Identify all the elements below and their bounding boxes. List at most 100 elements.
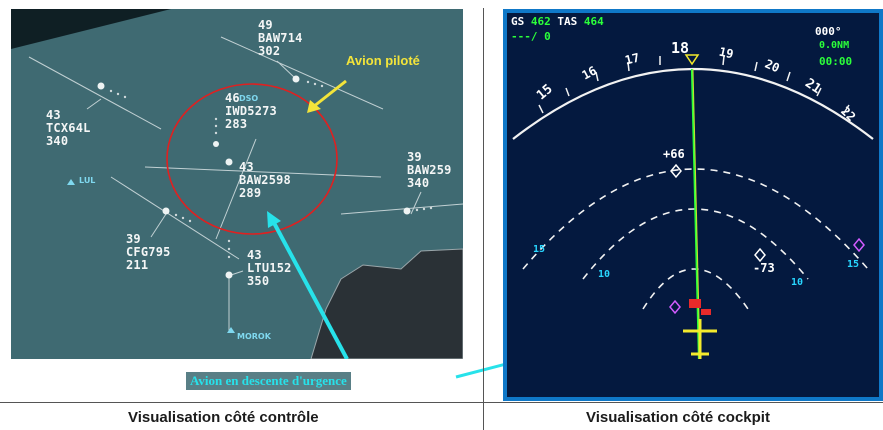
aircraft-plot: [213, 141, 219, 147]
range-mark-left-inner: 10: [598, 269, 611, 280]
range-mark-right-outer: 15: [847, 259, 860, 270]
caption-cockpit-view: Visualisation côté cockpit: [586, 409, 770, 426]
tas-label: TAS: [557, 15, 578, 28]
flight-label-iwd5273[interactable]: 46 IWD5273 283: [225, 92, 277, 131]
flight-callsign: BAW259: [407, 163, 452, 177]
history-trails: [109, 80, 433, 259]
compass-label-19: 19: [717, 44, 735, 62]
track-line: [690, 68, 701, 360]
range-mark-right-inner: 10: [791, 277, 804, 288]
aircraft-plot: [162, 207, 170, 215]
tas-value: 464: [583, 15, 604, 28]
flight-level: 43: [247, 248, 262, 262]
waypoint-label-morok: MOROK: [237, 332, 271, 341]
radar-shadow-region: [11, 9, 171, 49]
range-arc: [522, 168, 869, 270]
heading-readout: 000°: [815, 25, 842, 38]
waypoint-label: DSO: [239, 94, 259, 103]
flight-callsign: CFG795: [126, 245, 171, 259]
flight-level: 39: [407, 150, 422, 164]
traffic-diamond: [670, 163, 682, 179]
flight-label-ltu152[interactable]: 43 LTU152 350: [247, 249, 292, 288]
compass-label-18: 18: [671, 39, 690, 57]
range-readout: 0.0NM: [819, 40, 850, 51]
range-arc: [642, 268, 749, 310]
flight-callsign: IWD5273: [225, 104, 277, 118]
emergency-arrow-shaft: [271, 220, 349, 359]
annotation-emergency-descent: Avion en descente d'urgence: [186, 372, 351, 390]
flight-callsign: LTU152: [247, 261, 292, 275]
traffic-label-above: +66: [663, 147, 685, 161]
emergency-traffic-symbol: [701, 309, 711, 315]
time-readout: 00:00: [819, 55, 853, 68]
range-mark-left-outer: 15: [533, 244, 546, 255]
flight-label-baw2598[interactable]: 43 BAW2598 289: [239, 161, 291, 200]
airway-line: [28, 56, 162, 130]
compass-ticks: [538, 55, 850, 114]
flight-label-tcx64l[interactable]: 43 TCX64L 340: [46, 109, 91, 148]
flight-speed: 350: [247, 274, 270, 288]
flight-speed: 340: [46, 134, 69, 148]
flight-callsign: BAW714: [258, 31, 303, 45]
flight-label-cfg795[interactable]: 39 CFG795 211: [126, 233, 171, 272]
leader-line: [86, 98, 102, 110]
leader-line: [276, 60, 297, 80]
flight-level: 49: [258, 18, 273, 32]
flight-speed: 302: [258, 44, 281, 58]
range-arcs: [522, 168, 869, 310]
annotation-piloted-aircraft: Avion piloté: [346, 53, 420, 68]
selection-circle: [166, 83, 338, 235]
airway-line: [215, 138, 257, 240]
panel-divider: [483, 8, 484, 430]
terrain-region: [310, 248, 463, 359]
aircraft-plot: [292, 75, 300, 83]
traffic-diamond: [754, 247, 766, 263]
flight-callsign: BAW2598: [239, 173, 291, 187]
atc-radar-graphics: [11, 9, 463, 359]
aircraft-plot: [97, 82, 105, 90]
track-line-overlay: [692, 68, 701, 360]
piloted-arrow-head: [307, 100, 321, 113]
airway-line: [110, 176, 240, 260]
range-arc: [582, 208, 809, 280]
flight-callsign: TCX64L: [46, 121, 91, 135]
aircraft-plot: [403, 207, 411, 215]
flight-speed: 283: [225, 117, 248, 131]
nav-display-graphics: [512, 54, 874, 360]
flight-label-baw714[interactable]: 49 BAW714 302: [258, 19, 303, 58]
traffic-label-below: -73: [753, 261, 775, 275]
caption-divider: [0, 402, 883, 403]
airway-line: [220, 36, 384, 110]
waypoint-label-lul: LUL: [79, 176, 96, 185]
aircraft-plot: [225, 158, 233, 166]
atc-radar-display: 49 BAW714 302 43 TCX64L 340 46 IWD5273 2…: [11, 9, 463, 359]
vertical-speed-readout: ---/ 0: [511, 30, 551, 43]
magenta-waypoint: [853, 237, 865, 253]
leader-line: [150, 213, 167, 238]
waypoint-triangle: [227, 327, 235, 333]
flight-level: 46: [225, 91, 240, 105]
gs-value: 462: [530, 15, 551, 28]
flight-level: 43: [46, 108, 61, 122]
flight-level: 43: [239, 160, 254, 174]
leader-line: [410, 191, 422, 215]
airway-line: [144, 166, 382, 178]
piloted-arrow-shaft: [312, 79, 347, 109]
gs-label: GS: [511, 15, 525, 28]
waypoint-triangle: [67, 179, 75, 185]
flight-speed: 340: [407, 176, 430, 190]
caption-control-view: Visualisation côté contrôle: [128, 409, 319, 426]
airway-line: [340, 203, 463, 215]
flight-speed: 289: [239, 186, 262, 200]
own-aircraft-symbol: [683, 319, 717, 359]
flight-level: 39: [126, 232, 141, 246]
ground-speed-readout: GS 462 TAS 464: [511, 15, 604, 28]
emergency-traffic-symbol: [689, 299, 701, 308]
heading-marker: [684, 54, 700, 66]
flight-speed: 211: [126, 258, 149, 272]
leader-line: [230, 270, 244, 276]
magenta-waypoint: [669, 299, 681, 315]
cockpit-nav-display: GS 462 TAS 464 ---/ 0 000° 0.0NM 00:00 1…: [503, 9, 883, 401]
flight-label-baw259[interactable]: 39 BAW259 340: [407, 151, 452, 190]
aircraft-plot: [225, 271, 233, 279]
